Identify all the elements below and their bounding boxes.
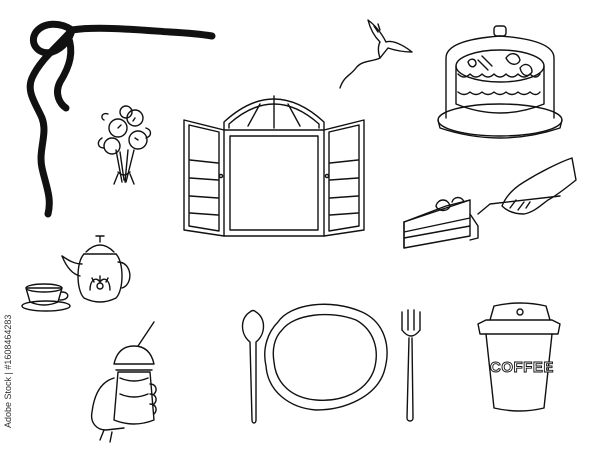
stock-id-vertical: Adobe Stock | #1608464283 (2, 310, 16, 430)
ribbon-bow-illustration (26, 20, 216, 218)
iced-drink-illustration (90, 321, 157, 443)
flying-bird-illustration (339, 19, 413, 89)
cake-slice-serving-illustration (403, 157, 577, 249)
stock-id-text: Adobe Stock | #1608464283 (3, 314, 13, 428)
cake-dome-illustration (437, 25, 563, 139)
flower-bouquet-illustration (97, 105, 152, 185)
plate-cutlery-illustration (241, 303, 421, 424)
teapot-teacup-illustration (21, 235, 131, 312)
coffee-cup-text: COFFEE (490, 359, 554, 376)
coffee-cup-illustration: COFFEE (477, 302, 561, 412)
open-window-illustration (183, 95, 365, 237)
